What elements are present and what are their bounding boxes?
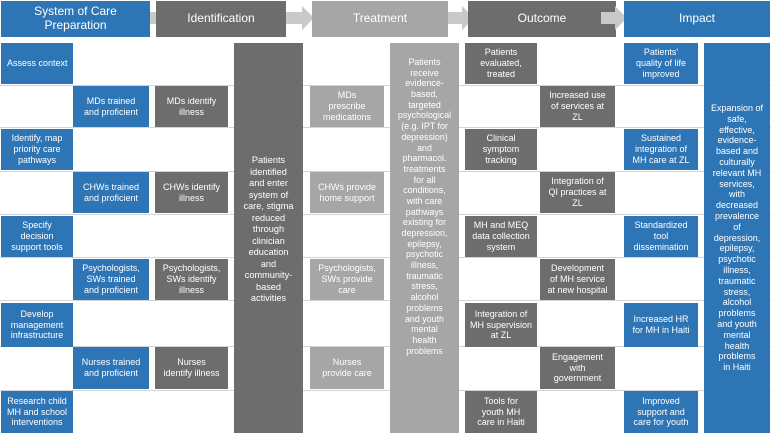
row-divider — [0, 346, 771, 347]
outcome-mh-supervision-integration: Integration of MH supervision at ZL — [465, 303, 537, 347]
prep-identify-care-pathways: Identify, map priority care pathways — [1, 129, 73, 170]
header-outcome: Outcome — [468, 1, 616, 37]
prep-research-child-mh: Research child MH and school interventio… — [1, 391, 73, 433]
impact-youth-support: Improved support and care for youth — [624, 391, 698, 433]
treatment-mds-prescribe: MDs prescribe medications — [310, 86, 384, 127]
impact-tool-dissemination: Standardized tool dissemination — [624, 216, 698, 257]
identification-summary: Patients identified and enter system of … — [234, 43, 303, 433]
outcome-mh-service-new-hospital: Development of MH service at new hospita… — [540, 259, 615, 300]
flow-arrow-icon — [448, 6, 474, 30]
header-treatment: Treatment — [312, 1, 448, 37]
flow-arrow-icon — [601, 6, 627, 30]
outcome-patients-evaluated: Patients evaluated, treated — [465, 43, 537, 84]
outcome-increased-service-use: Increased use of services at ZL — [540, 86, 615, 127]
row-divider — [0, 300, 771, 301]
outcome-youth-mh-tools: Tools for youth MH care in Haiti — [465, 391, 537, 433]
outcome-government-engagement: Engagement with government — [540, 347, 615, 389]
outcome-data-collection-system: MH and MEQ data collection system — [465, 216, 537, 257]
impact-quality-of-life: Patients' quality of life improved — [624, 43, 698, 84]
flow-arrow-icon — [286, 6, 314, 30]
treatment-psychologists-sws-care: Psychologists, SWs provide care — [310, 259, 384, 300]
prep-develop-management-infrastructure: Develop management infrastructure — [1, 303, 73, 347]
header-system-of-care-preparation: System of Care Preparation — [1, 1, 150, 37]
identify-mds: MDs identify illness — [155, 86, 228, 127]
identify-psychologists-sws: Psychologists, SWs identify illness — [155, 259, 228, 300]
identify-chws: CHWs identify illness — [155, 172, 228, 213]
row-divider — [0, 257, 771, 258]
impact-summary: Expansion of safe, effective, evidence- … — [704, 43, 770, 433]
outcome-clinical-symptom-tracking: Clinical symptom tracking — [465, 129, 537, 170]
identify-nurses: Nurses identify illness — [155, 347, 228, 389]
impact-increased-hr: Increased HR for MH in Haiti — [624, 303, 698, 347]
row-divider — [0, 127, 771, 128]
impact-sustained-integration: Sustained integration of MH care at ZL — [624, 129, 698, 170]
header-impact: Impact — [624, 1, 770, 37]
row-divider — [0, 390, 771, 391]
row-divider — [0, 214, 771, 215]
outcome-qi-practices-integration: Integration of QI practices at ZL — [540, 172, 615, 213]
header-identification: Identification — [156, 1, 286, 37]
trained-mds: MDs trained and proficient — [73, 86, 149, 127]
trained-chws: CHWs trained and proficient — [73, 172, 149, 213]
trained-nurses: Nurses trained and proficient — [73, 347, 149, 389]
treatment-nurses-care: Nurses provide care — [310, 347, 384, 389]
prep-assess-context: Assess context — [1, 43, 73, 84]
row-divider — [0, 85, 771, 86]
prep-specify-decision-support-tools: Specify decision support tools — [1, 216, 73, 257]
treatment-summary: Patients receive evidence- based, target… — [390, 43, 459, 433]
treatment-chws-home-support: CHWs provide home support — [310, 172, 384, 213]
row-divider — [0, 171, 771, 172]
trained-psychologists-sws: Psychologists, SWs trained and proficien… — [73, 259, 149, 300]
